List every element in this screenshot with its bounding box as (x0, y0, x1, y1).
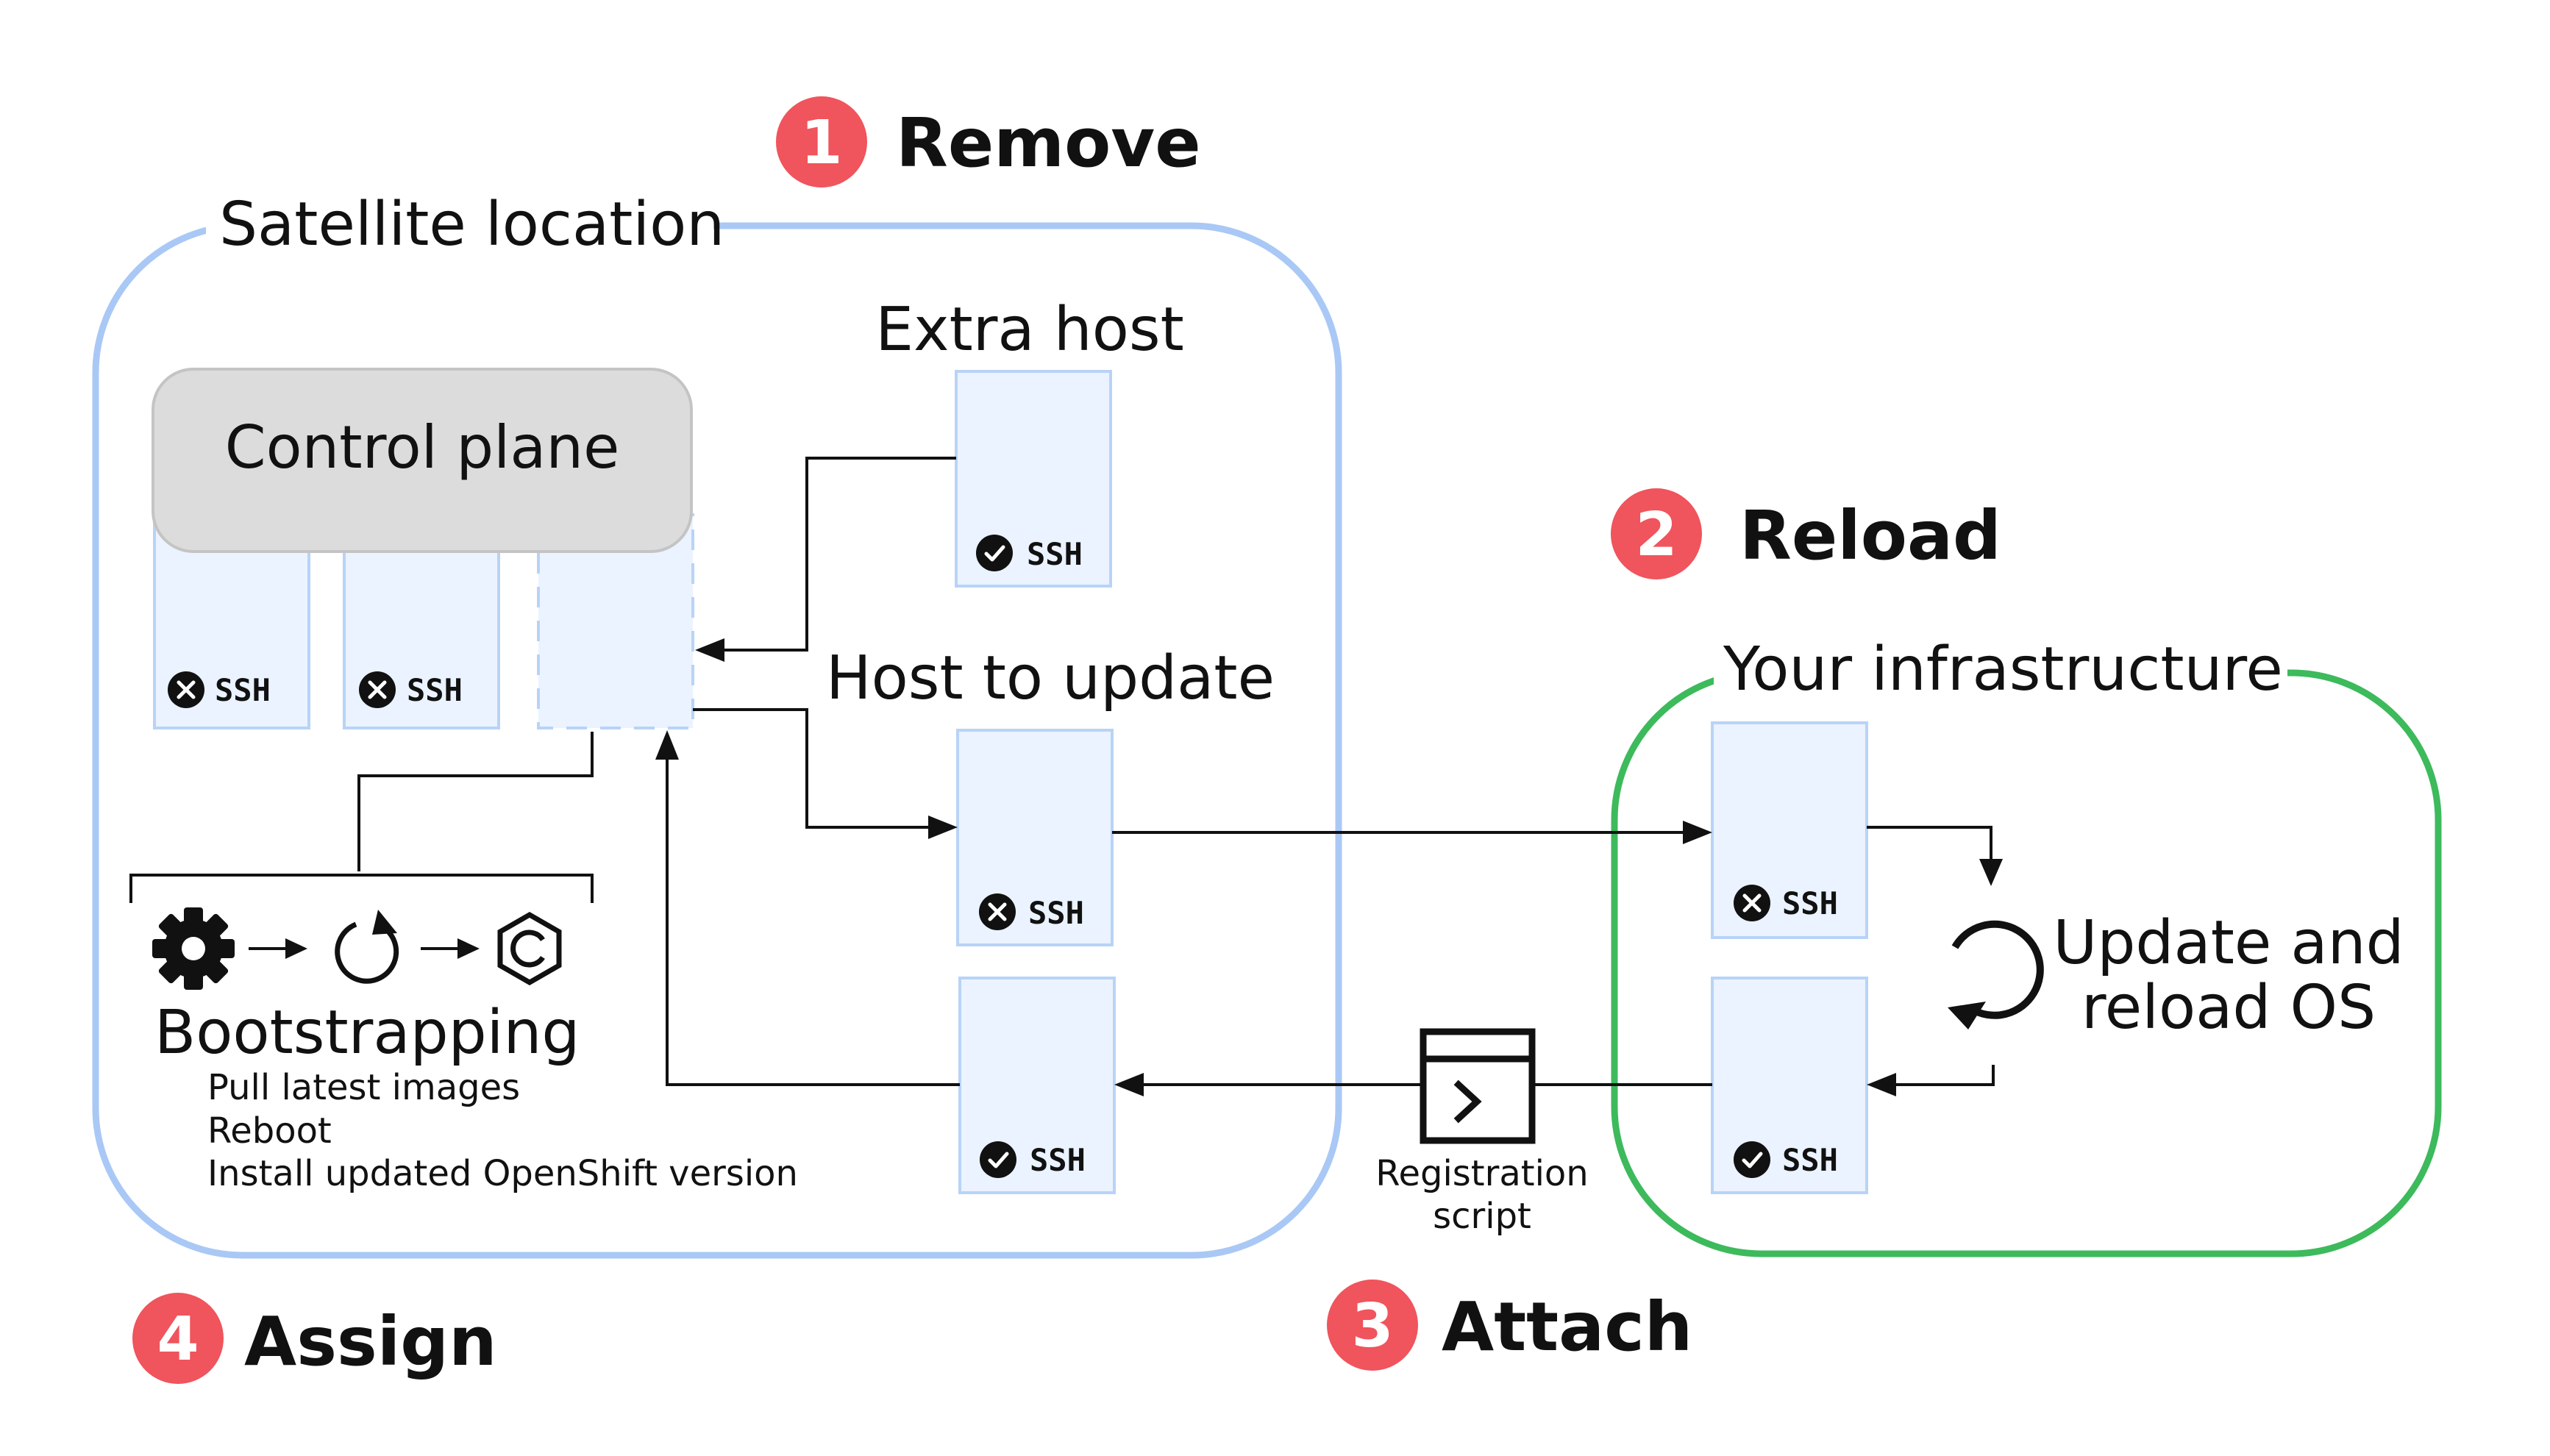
step-label-assign: Assign (244, 1302, 497, 1381)
ssh-label: SSH (1782, 1142, 1838, 1178)
control-plane (152, 368, 693, 553)
ssh-label: SSH (1030, 1142, 1086, 1178)
connector-control-plane-to-host-to-update (693, 708, 958, 839)
update-reload-label: Update and (2053, 908, 2404, 978)
step-number-2: 2 (1635, 500, 1677, 570)
step-reload: 2 Reload (1611, 488, 2001, 579)
connector-update-loop-up (1867, 1065, 1995, 1096)
gear-icon (152, 907, 235, 990)
your-infrastructure-title: Your infrastructure (1723, 635, 2283, 704)
control-plane-label: Control plane (225, 413, 620, 482)
step-label-remove: Remove (896, 104, 1201, 182)
connector-reattached-host-to-control-plane (655, 730, 960, 1086)
step-label-attach: Attach (1442, 1288, 1692, 1366)
check-circle-icon (976, 535, 1013, 571)
step-badge-4 (132, 1293, 224, 1384)
ssh-label: SSH (407, 672, 463, 708)
ssh-label: SSH (215, 672, 271, 708)
check-circle-icon (980, 1141, 1016, 1178)
connector-control-plane-to-bootstrapping (129, 732, 594, 903)
x-circle-icon (168, 671, 204, 708)
bootstrapping-step: Pull latest images (207, 1067, 520, 1108)
connector-infrastructure-to-reattached-host (1114, 1073, 1712, 1096)
x-circle-icon (979, 893, 1016, 930)
openshift-icon (497, 911, 562, 986)
bootstrapping-title: Bootstrapping (154, 998, 580, 1068)
x-circle-icon (1734, 885, 1770, 921)
step-badge-3 (1327, 1280, 1418, 1371)
registration-script-label: Registration (1375, 1153, 1588, 1194)
ssh-label: SSH (1028, 895, 1084, 931)
ssh-label: SSH (1027, 536, 1083, 572)
terminal-icon (1420, 1028, 1536, 1144)
restart-icon (335, 910, 399, 984)
step-remove: 1 Remove (776, 96, 1201, 188)
x-circle-icon (359, 671, 396, 708)
ssh-label: SSH (1782, 885, 1838, 921)
connector-update-loop-down (1867, 826, 2003, 886)
step-number-1: 1 (800, 108, 842, 178)
registration-script-label: script (1433, 1196, 1531, 1237)
satellite-location-title: Satellite location (219, 190, 724, 260)
step-number-3: 3 (1351, 1291, 1393, 1361)
connector-host-to-infrastructure (1112, 821, 1712, 844)
arrow-right-icon (421, 938, 480, 959)
step-assign: 4 Assign (132, 1293, 497, 1384)
step-number-4: 4 (157, 1305, 199, 1374)
rotate-icon (1948, 920, 2044, 1029)
satellite-location-region (92, 222, 1342, 1259)
arrow-right-icon (249, 938, 307, 959)
step-attach: 3 Attach (1327, 1280, 1692, 1371)
extra-host-label: Extra host (875, 295, 1184, 365)
step-badge-1 (776, 96, 867, 188)
step-label-reload: Reload (1739, 496, 2001, 575)
connector-extra-host-to-control-plane (695, 457, 956, 662)
step-badge-2 (1611, 488, 1702, 579)
check-circle-icon (1734, 1141, 1770, 1178)
host-to-update-label: Host to update (826, 643, 1275, 713)
bootstrapping-step: Install updated OpenShift version (207, 1153, 798, 1194)
update-reload-label: reload OS (2081, 973, 2376, 1043)
bootstrapping-step: Reboot (207, 1110, 332, 1152)
